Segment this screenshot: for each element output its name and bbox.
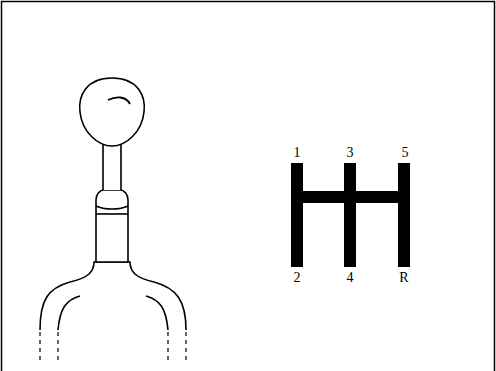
gear-label: 2	[294, 271, 301, 285]
gear-label: 3	[347, 146, 354, 160]
gear-label: 5	[402, 146, 409, 160]
gear-label: 4	[347, 271, 354, 285]
gear-knob	[40, 78, 186, 330]
gear-label: 1	[294, 146, 301, 160]
gear-label: R	[399, 271, 408, 285]
dashed-extension	[40, 332, 186, 362]
shift-pattern	[291, 163, 410, 267]
